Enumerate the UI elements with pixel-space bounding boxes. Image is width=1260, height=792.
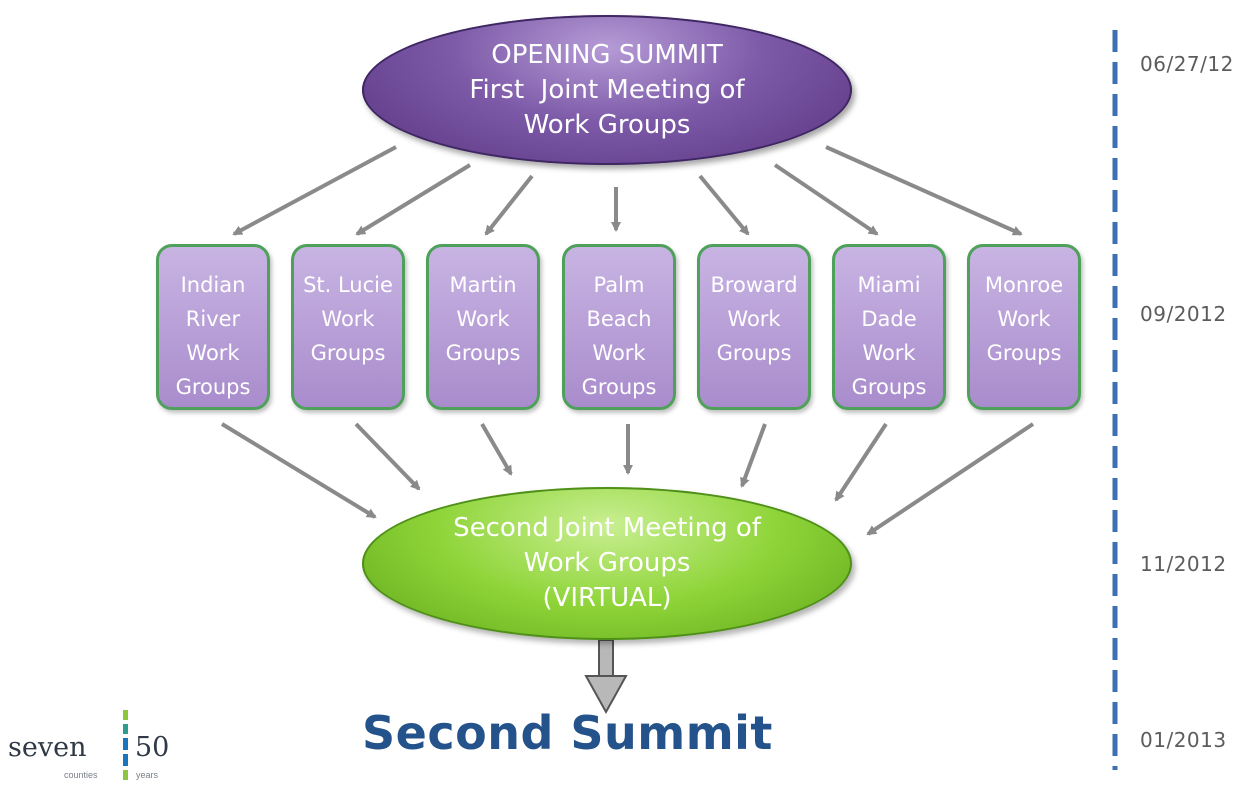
work-group-martin: Martin Work Groups xyxy=(426,244,540,410)
logo-word-50: 50 xyxy=(135,732,170,763)
work-group-palm-beach: Palm Beach Work Groups xyxy=(562,244,676,410)
arrow-summit-to-work-group xyxy=(484,174,534,236)
arrow-work-group-to-second-meeting xyxy=(354,422,421,491)
arrow-summit-to-work-group xyxy=(773,163,879,236)
logo-divider-bars-icon xyxy=(123,710,128,780)
work-group-line: Groups xyxy=(310,341,386,365)
second-meeting-line-1: Second Joint Meeting of xyxy=(453,513,761,543)
timeline-date-work-groups: 09/2012 xyxy=(1140,302,1227,326)
work-group-line: Work xyxy=(321,307,375,331)
arrow-summit-to-work-group xyxy=(355,163,472,236)
work-group-line: Work xyxy=(997,307,1051,331)
arrow-work-group-to-second-meeting xyxy=(220,422,377,519)
work-group-line: Groups xyxy=(986,341,1062,365)
timeline-date-second-summit: 01/2013 xyxy=(1140,728,1227,752)
work-group-monroe: Monroe Work Groups xyxy=(967,244,1081,410)
work-group-miami-dade: Miami Dade Work Groups xyxy=(832,244,946,410)
work-group-line: Groups xyxy=(851,375,927,399)
opening-summit-node: OPENING SUMMIT First Joint Meeting of Wo… xyxy=(362,15,852,165)
work-group-line: Work xyxy=(862,341,916,365)
opening-summit-line-1: OPENING SUMMIT xyxy=(491,39,723,70)
seven50-logo: seven 50 counties years xyxy=(8,708,178,788)
work-group-line: Groups xyxy=(175,375,251,399)
work-group-line: Work xyxy=(456,307,510,331)
opening-summit-line-3: Work Groups xyxy=(523,109,691,140)
second-joint-meeting-node: Second Joint Meeting of Work Groups (VIR… xyxy=(362,487,852,640)
arrow-summit-to-work-group xyxy=(825,145,1023,236)
work-group-line: Groups xyxy=(581,375,657,399)
work-group-line: River xyxy=(185,307,241,331)
work-group-broward: Broward Work Groups xyxy=(697,244,811,410)
logo-caption-counties: counties xyxy=(64,770,98,780)
work-group-line: Indian xyxy=(180,273,246,297)
work-group-line: Dade xyxy=(861,307,917,331)
timeline-dashed-line xyxy=(1112,30,1118,770)
arrow-work-group-to-second-meeting xyxy=(866,422,1035,536)
work-group-line: Palm xyxy=(593,273,645,297)
down-arrow-to-second-summit xyxy=(584,639,628,715)
work-group-line: Broward xyxy=(710,273,798,297)
work-group-line: Beach xyxy=(586,307,652,331)
work-group-line: Work xyxy=(186,341,240,365)
opening-summit-line-2: First Joint Meeting of xyxy=(469,74,745,105)
work-group-line: Martin xyxy=(449,273,517,297)
logo-caption-years: years xyxy=(136,770,159,780)
arrow-summit-to-work-group xyxy=(232,145,397,236)
work-group-indian-river: Indian River Work Groups xyxy=(156,244,270,410)
second-meeting-line-3: (VIRTUAL) xyxy=(542,583,672,613)
work-group-line: St. Lucie xyxy=(303,273,393,297)
arrow-work-group-to-second-meeting xyxy=(480,422,513,476)
timeline-date-opening: 06/27/12 xyxy=(1140,52,1234,76)
work-group-line: Work xyxy=(727,307,781,331)
arrow-work-group-to-second-meeting xyxy=(740,423,767,488)
second-meeting-line-2: Work Groups xyxy=(523,548,691,578)
work-group-st-lucie: St. Lucie Work Groups xyxy=(291,244,405,410)
logo-word-seven: seven xyxy=(8,732,87,763)
timeline-date-second-meeting: 11/2012 xyxy=(1140,552,1227,576)
work-group-line: Miami xyxy=(857,273,921,297)
work-group-line: Groups xyxy=(445,341,521,365)
second-summit-label: Second Summit xyxy=(362,706,773,760)
arrow-work-group-to-second-meeting xyxy=(834,422,888,502)
arrow-summit-to-work-group xyxy=(698,174,750,236)
work-group-line: Groups xyxy=(716,341,792,365)
work-group-line: Work xyxy=(592,341,646,365)
work-group-line: Monroe xyxy=(984,273,1064,297)
